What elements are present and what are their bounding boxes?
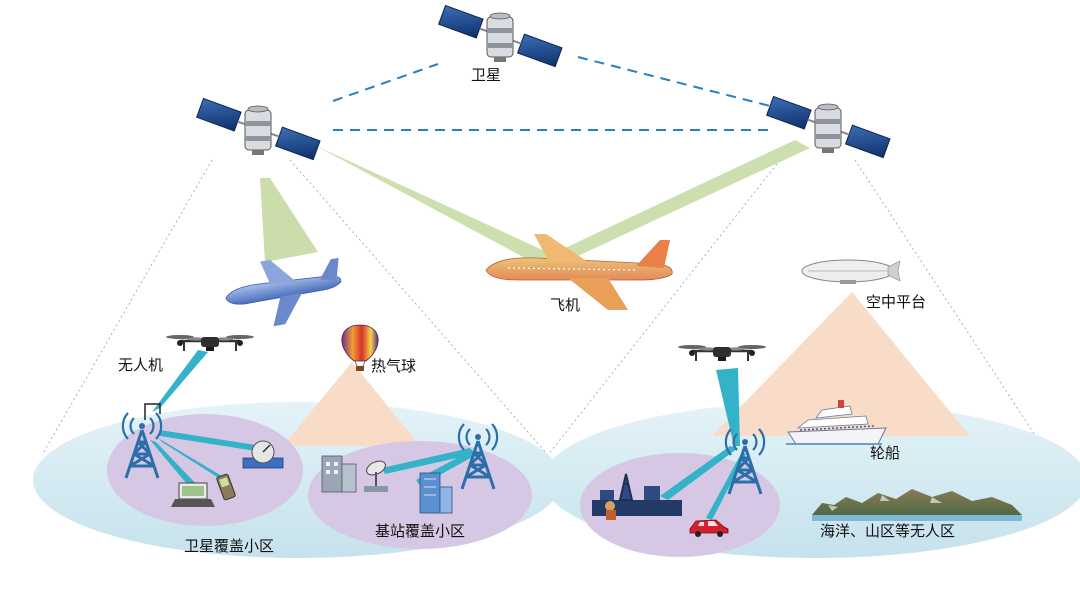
label-satellite: 卫星 <box>471 66 502 84</box>
label-remote-area: 海洋、山区等无人区 <box>820 522 956 540</box>
airship-icon <box>801 259 901 284</box>
airplane-icon-blue <box>225 257 342 327</box>
drone-icon-right <box>676 343 768 363</box>
airship-beam <box>712 292 970 436</box>
phone-icon <box>216 473 236 501</box>
building-icon-left <box>321 455 357 493</box>
tower-links-right <box>660 368 746 520</box>
building-icon-right <box>419 472 453 514</box>
oil-rig-icon <box>592 473 682 520</box>
hot-air-balloon-icon <box>341 324 379 371</box>
balloon-beam <box>283 362 420 446</box>
car-icon <box>689 519 729 537</box>
label-ship: 轮船 <box>870 444 901 462</box>
satellite-beam-left-down <box>260 178 318 262</box>
coverage-guides <box>41 159 1049 456</box>
laptop-icon <box>171 482 215 507</box>
satellite-icon-left <box>195 97 322 161</box>
satellite-icon-top <box>437 4 564 68</box>
label-aerial-platform: 空中平台 <box>866 293 927 311</box>
label-base-station-cell: 基站覆盖小区 <box>375 522 466 540</box>
satellite-cell-area <box>107 414 303 526</box>
antenna-bracket <box>144 403 161 420</box>
airplane-icon-orange <box>485 234 673 310</box>
satellite-beam-to-aircraft-left <box>305 140 560 266</box>
inter-satellite-links <box>332 56 779 131</box>
satellite-dish-icon <box>242 440 284 469</box>
mountain-icon <box>812 489 1022 521</box>
satellite-beam-to-aircraft-right <box>548 140 810 262</box>
label-satellite-cell: 卫星覆盖小区 <box>184 537 275 555</box>
tower-links-left <box>150 350 262 490</box>
ship-icon <box>786 400 887 445</box>
drone-icon-left <box>164 333 256 353</box>
label-hot-air-balloon: 热气球 <box>371 357 417 375</box>
label-aircraft: 飞机 <box>550 296 581 314</box>
dish-antenna-icon <box>364 460 388 492</box>
label-uav: 无人机 <box>118 356 164 374</box>
